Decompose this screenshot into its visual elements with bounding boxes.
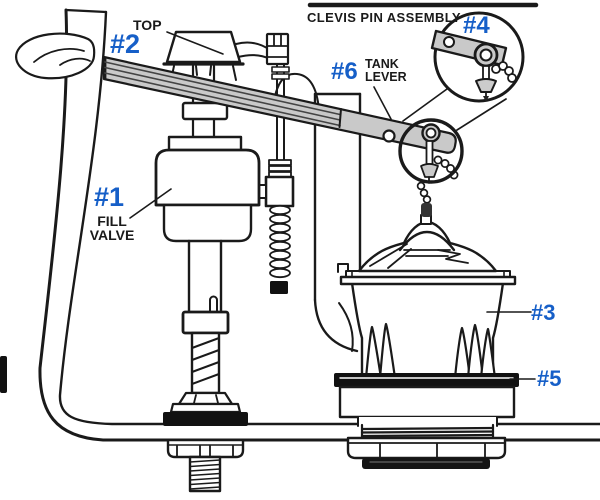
refill-tube-drawing	[235, 32, 295, 294]
magnifier-source-circle	[398, 118, 464, 184]
clevis-pin-detail-circle	[402, 11, 525, 131]
bead-chain-detail	[491, 61, 517, 83]
label-ref-2: #2	[110, 29, 141, 59]
clevis-pin-detail	[475, 78, 497, 93]
clevis-pin-small	[420, 163, 439, 178]
label-clevis-pin-assembly: CLEVIS PIN ASSEMBLY	[307, 10, 462, 25]
tank-lever-drawing	[102, 55, 464, 184]
refill-tube-coil	[269, 204, 291, 279]
flush-valve-rim	[337, 263, 517, 286]
tank-outline-drawing	[0, 2, 600, 442]
fill-valve-gasket	[163, 412, 248, 426]
label-ref-6: #6	[331, 58, 358, 85]
bead-chain-drawing	[416, 181, 432, 217]
label-ref-4: #4	[463, 12, 490, 39]
fill-valve-locknut	[166, 438, 245, 459]
label-ref-1: #1	[94, 182, 125, 212]
lever-hole	[382, 129, 396, 143]
label-ref-5: #5	[537, 366, 562, 391]
flush-valve-threads	[360, 423, 495, 440]
flush-valve-fins	[364, 322, 497, 380]
flush-valve-drawing	[334, 208, 519, 469]
flush-valve-seal-dome	[357, 208, 498, 273]
refill-valve-fitting	[264, 175, 295, 208]
fill-valve-drawing	[154, 30, 261, 493]
label-tank-lever: TANK LEVER	[365, 57, 407, 84]
fill-valve-body	[154, 148, 261, 207]
flush-valve-gasket	[334, 373, 519, 387]
chain-clasp	[421, 203, 432, 217]
label-fill-valve: FILL VALVE	[89, 213, 135, 243]
label-top: TOP	[133, 17, 162, 33]
supply-line-stub	[0, 356, 7, 393]
flush-handle-drawing	[15, 32, 96, 80]
leader-lines	[129, 31, 536, 380]
lever-pivot-arc	[273, 72, 320, 111]
flush-valve-locknut	[346, 436, 507, 460]
label-ref-3: #3	[531, 300, 556, 325]
